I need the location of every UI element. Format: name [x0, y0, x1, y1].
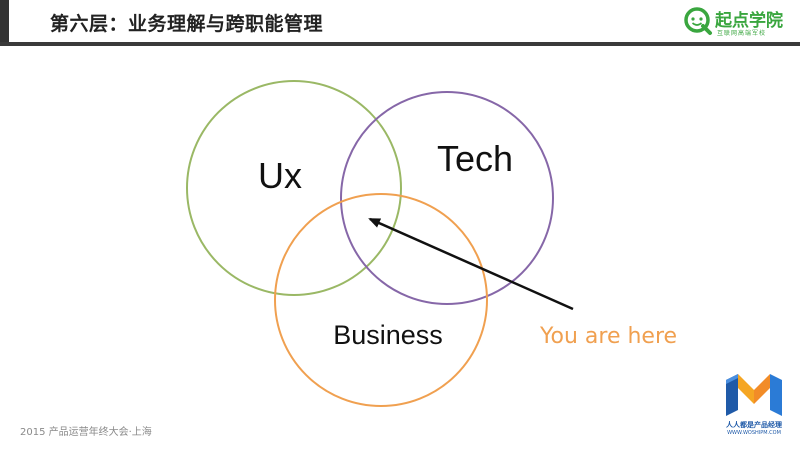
venn-diagram: Ux Tech Business You are here	[186, 80, 677, 407]
pointer-arrow	[368, 217, 574, 311]
tech-circle	[340, 91, 554, 305]
brand-tagline: 互联网高端军校	[717, 30, 767, 37]
ux-label: Ux	[258, 155, 302, 196]
q-chat-icon	[684, 7, 712, 35]
brand-name: 起点学院	[715, 11, 783, 31]
slide-header: 第六层：业务理解与跨职能管理 起点学院 互联网高端军校	[0, 0, 800, 46]
brand-logo: 起点学院 互联网高端军校	[683, 4, 795, 40]
business-label: Business	[333, 320, 443, 350]
corner-logo: 人人都是产品经理 WWW.WOSHIPM.COM	[716, 366, 792, 438]
you-are-here-annotation: You are here	[539, 324, 677, 349]
corner-logo-url: WWW.WOSHIPM.COM	[727, 430, 781, 436]
tech-label: Tech	[437, 138, 513, 179]
business-circle	[274, 193, 488, 407]
header-accent-bar	[0, 0, 9, 44]
corner-logo-caption: 人人都是产品经理	[726, 421, 782, 429]
header-divider	[0, 42, 800, 46]
event-footer: 2015 产品运营年终大会·上海	[20, 427, 152, 438]
slide-title: 第六层：业务理解与跨职能管理	[50, 13, 324, 35]
ux-circle	[186, 80, 402, 296]
m-logo-icon	[726, 374, 782, 416]
